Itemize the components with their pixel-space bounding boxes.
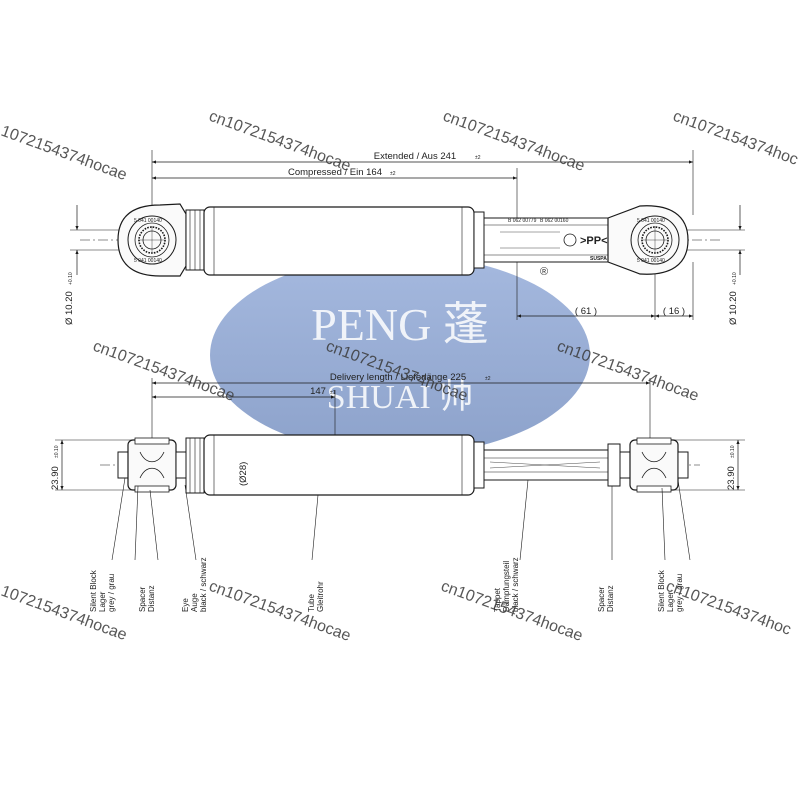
brand-text: SUSPA	[590, 256, 607, 262]
svg-text:grey / grau: grey / grau	[107, 574, 116, 612]
top-view-labels: Extended / Aus 241 ±2 Compressed / Ein 1…	[64, 151, 739, 325]
svg-text:Dämpfungsteil: Dämpfungsteil	[502, 561, 511, 612]
logo-text-line1: PENG 蓬	[311, 299, 489, 350]
eye-dia-right-label: Ø 10.20	[728, 291, 739, 325]
svg-text:Lager: Lager	[666, 591, 675, 612]
part-no-right-2: 5 041 00140	[637, 258, 665, 264]
bottom-view-labels: Delivery length / Lieferlänge 225 ±2 147…	[50, 372, 737, 490]
logo-ellipse	[210, 255, 590, 455]
eye-dia-right-tol: +0.10	[732, 272, 738, 285]
part-no-right-1: 5 041 00140	[637, 218, 665, 224]
compressed-label: Compressed / Ein 164	[288, 167, 382, 178]
width-right-label: 23.90	[726, 466, 737, 490]
extended-tol: ±2	[475, 155, 481, 161]
extended-label: Extended / Aus 241	[374, 151, 456, 162]
watermark-9: cn1072154374hocae	[207, 578, 353, 645]
rod-top	[483, 217, 609, 263]
svg-text:Distanz: Distanz	[606, 585, 615, 612]
dim-147-tol: ±1	[330, 390, 336, 396]
brand-logo-watermark: PENG 蓬 SHUAI 帅 ®	[210, 255, 590, 455]
callout-leaders	[111, 477, 691, 561]
compressed-tol: ±2	[390, 171, 396, 177]
dia-28-label: (Ø28)	[238, 462, 249, 486]
svg-text:Auge: Auge	[190, 593, 199, 612]
svg-text:Spacer: Spacer	[597, 586, 606, 612]
part-no-left-1: 5 041 00140	[134, 218, 162, 224]
part-no-a: B 062 00779	[508, 218, 537, 224]
callout-labels: Silent Block Lager grey / grau Spacer Di…	[89, 557, 684, 612]
svg-text:Tappet: Tappet	[493, 587, 502, 612]
watermark-1: 1072154374hocae	[0, 123, 129, 184]
callout-silent-block-right: Silent Block Lager grey / grau	[657, 569, 684, 612]
svg-text:Distanz: Distanz	[147, 585, 156, 612]
width-right-tol: ±0.10	[730, 445, 736, 458]
left-eye-side	[127, 439, 177, 491]
svg-text:Eye: Eye	[181, 598, 190, 612]
text-watermarks: 1072154374hocae cn1072154374hocae cn1072…	[0, 108, 800, 645]
eye-dia-left-tol: +0.10	[68, 272, 74, 285]
watermark-2: cn1072154374hocae	[207, 108, 353, 175]
part-no-left-2: 5 041 00140	[134, 258, 162, 264]
watermark-3: cn1072154374hocae	[441, 108, 587, 175]
svg-text:Spacer: Spacer	[138, 586, 147, 612]
svg-text:Silent Block: Silent Block	[657, 569, 666, 612]
svg-text:black / schwarz: black / schwarz	[511, 557, 520, 612]
callout-silent-block-left: Silent Block Lager grey / grau	[89, 569, 116, 612]
svg-text:grey / grau: grey / grau	[675, 574, 684, 612]
callout-spacer-right: Spacer Distanz	[597, 585, 615, 612]
watermark-4: cn1072154374hoc	[671, 108, 800, 169]
svg-text:Lager: Lager	[98, 591, 107, 612]
callout-tappet: Tappet Dämpfungsteil black / schwarz	[493, 557, 520, 612]
brand-mark: >PP<	[580, 235, 608, 247]
delivery-tol: ±2	[485, 376, 491, 382]
top-view	[70, 150, 745, 320]
svg-text:Gleitrohr: Gleitrohr	[316, 581, 325, 612]
callout-spacer-left: Spacer Distanz	[138, 585, 156, 612]
svg-text:Tube: Tube	[307, 594, 316, 612]
dim-16-label: ( 16 )	[663, 306, 685, 317]
right-eye-side	[629, 439, 679, 491]
bottom-view	[55, 378, 745, 561]
width-left-tol: ±0.10	[54, 445, 60, 458]
width-left-label: 23.90	[50, 466, 61, 490]
part-no-b: B 062 00160	[540, 218, 569, 224]
eye-dia-left-label: Ø 10.20	[64, 291, 75, 325]
dim-147-label: 147	[310, 386, 326, 397]
callout-eye: Eye Auge black / schwarz	[181, 557, 208, 612]
svg-text:black / schwarz: black / schwarz	[199, 557, 208, 612]
delivery-label: Delivery length / Lieferlänge 225	[330, 372, 466, 383]
callout-tube: Tube Gleitrohr	[307, 581, 325, 612]
registered-mark: ®	[540, 266, 548, 278]
svg-text:Silent Block: Silent Block	[89, 569, 98, 612]
dim-61-label: ( 61 )	[575, 306, 597, 317]
tube-top	[203, 206, 475, 276]
